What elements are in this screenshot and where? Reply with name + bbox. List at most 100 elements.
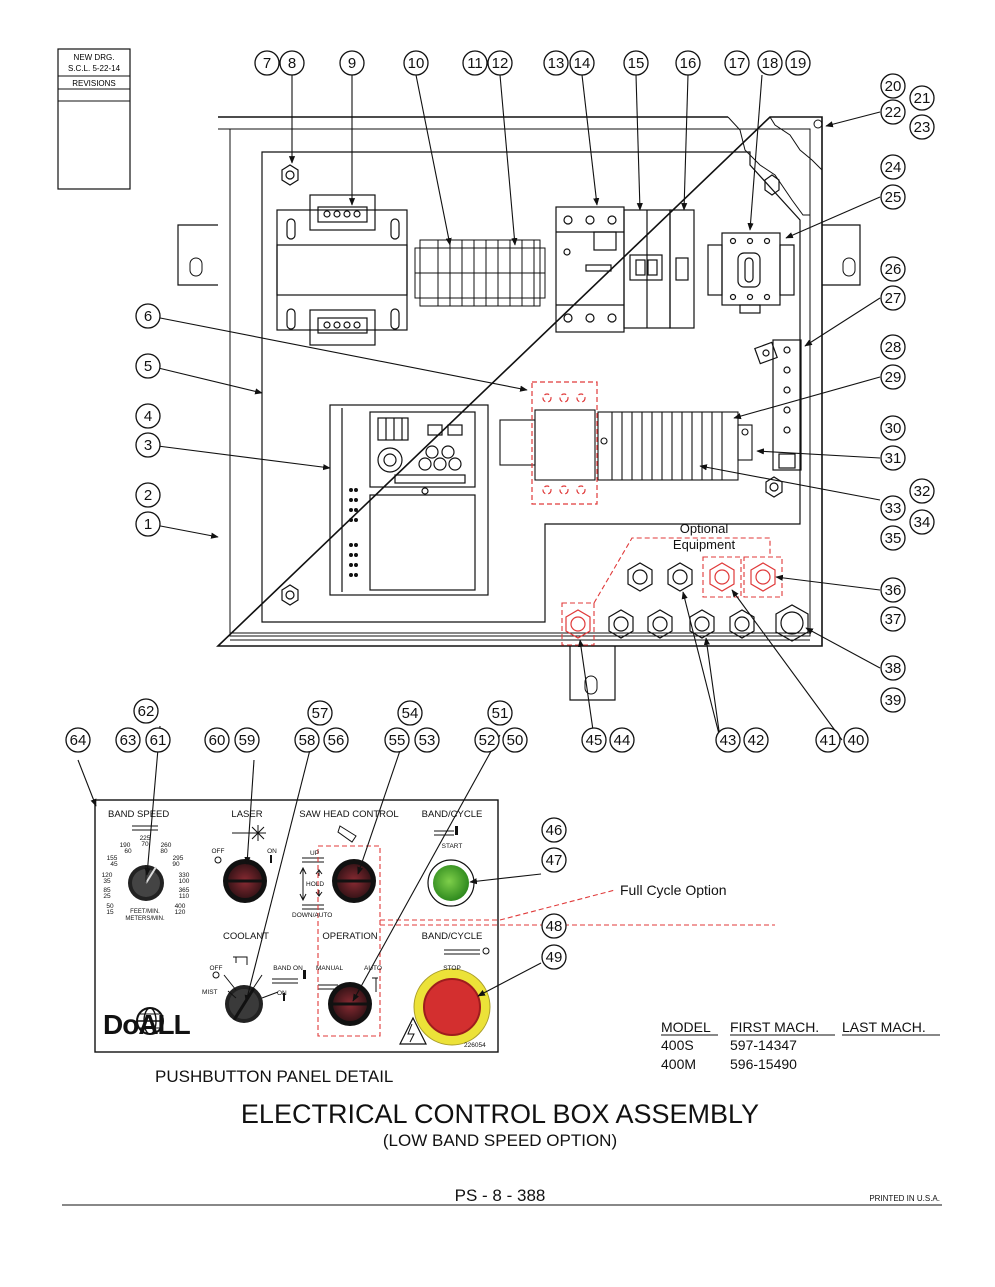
coolant-band-on-label: BAND ON	[273, 965, 303, 972]
callout-7: 7	[263, 55, 271, 72]
speed-mark-45: 45	[110, 861, 118, 868]
speed-mark-295: 295	[173, 855, 184, 862]
panel-labels: BAND SPEED 190 60 225 70 260 80 155 45 2…	[102, 809, 487, 1049]
callout-43: 43	[720, 732, 737, 749]
callout-40: 40	[848, 732, 865, 749]
model-row1-first: 597-14347	[730, 1037, 797, 1053]
callout-54: 54	[402, 705, 419, 722]
saw-down-label: DOWN/AUTO	[292, 912, 332, 919]
callout-circles	[65, 50, 935, 970]
back-plate	[261, 151, 801, 623]
panel-caption: PUSHBUTTON PANEL DETAIL	[155, 1067, 393, 1086]
callout-52: 52	[479, 732, 496, 749]
callout-46: 46	[546, 822, 563, 839]
revision-line2: S.C.L. 5-22-14	[68, 64, 121, 73]
terminal-block-row	[414, 239, 546, 307]
cord-grips	[565, 562, 809, 642]
printed-in-usa: PRINTED IN U.S.A.	[869, 1194, 940, 1203]
revision-box: NEW DRG. S.C.L. 5-22-14 REVISIONS	[57, 48, 131, 190]
speed-mark-15: 15	[106, 909, 114, 916]
callout-61: 61	[150, 732, 167, 749]
callout-3: 3	[144, 437, 152, 454]
laser-on-label: ON	[267, 848, 277, 855]
callout-41: 41	[820, 732, 837, 749]
speed-mark-330: 330	[179, 872, 190, 879]
speed-mark-90: 90	[172, 861, 180, 868]
overload-relay	[707, 232, 795, 314]
saw-up-label: UP	[310, 850, 319, 857]
speed-mark-155: 155	[107, 855, 118, 862]
transformer	[276, 194, 408, 346]
doall-logo: DoALL	[103, 1009, 191, 1040]
callout-27: 27	[885, 290, 902, 307]
callout-23: 23	[914, 119, 931, 136]
callout-2: 2	[144, 487, 152, 504]
speed-mark-80: 80	[160, 848, 168, 855]
coolant-on-label: ON	[277, 990, 287, 997]
coolant-label: COOLANT	[223, 931, 269, 942]
laser-label: LASER	[231, 809, 262, 820]
callout-39: 39	[885, 692, 902, 709]
operation-label: OPERATION	[322, 931, 377, 942]
model-row1-model: 400S	[661, 1037, 694, 1053]
model-table: MODEL FIRST MACH. LAST MACH. 400S 597-14…	[661, 1019, 940, 1072]
callout-numbers: 7 8 9 10 11 12 13 14 15 16 17 18 19 20 2…	[70, 55, 931, 966]
callout-56: 56	[328, 732, 345, 749]
speed-mark-400: 400	[175, 903, 186, 910]
band-cycle-bottom-label: BAND/CYCLE	[422, 931, 483, 942]
callout-51: 51	[492, 705, 509, 722]
callout-38: 38	[885, 660, 902, 677]
callout-22: 22	[885, 104, 902, 121]
speed-mark-60: 60	[124, 848, 132, 855]
speed-mark-35: 35	[103, 878, 111, 885]
callout-10: 10	[408, 55, 425, 72]
stop-label: STOP	[443, 965, 461, 972]
callout-59: 59	[239, 732, 256, 749]
callout-9: 9	[348, 55, 356, 72]
model-header-model: MODEL	[661, 1019, 711, 1035]
callout-34: 34	[914, 514, 931, 531]
enclosure	[177, 116, 861, 701]
callout-14: 14	[574, 55, 591, 72]
callout-36: 36	[885, 582, 902, 599]
callout-53: 53	[419, 732, 436, 749]
callout-45: 45	[586, 732, 603, 749]
coolant-mist-label: MIST	[202, 989, 218, 996]
optional-terminal-block	[531, 381, 598, 505]
callout-62: 62	[138, 703, 155, 720]
manual-label: MANUAL	[316, 965, 343, 972]
callout-13: 13	[548, 55, 565, 72]
callout-8: 8	[288, 55, 296, 72]
callout-6: 6	[144, 308, 152, 325]
panel-option-outlines	[317, 845, 775, 1037]
callout-16: 16	[680, 55, 697, 72]
saw-hold-label: HOLD	[306, 881, 324, 888]
callout-57: 57	[312, 705, 329, 722]
callout-29: 29	[885, 369, 902, 386]
auto-label: AUTO	[364, 965, 382, 972]
speed-mark-365: 365	[179, 887, 190, 894]
optional-equipment-line1: Optional	[680, 521, 729, 536]
drawing-title: ELECTRICAL CONTROL BOX ASSEMBLY	[241, 1099, 759, 1129]
band-cycle-top-label: BAND/CYCLE	[422, 809, 483, 820]
callout-4: 4	[144, 408, 152, 425]
callout-44: 44	[614, 732, 631, 749]
band-speed-label: BAND SPEED	[108, 809, 169, 820]
pushbutton-panel	[94, 799, 499, 1053]
callout-37: 37	[885, 611, 902, 628]
circuit-breakers	[623, 209, 695, 329]
revision-line1: NEW DRG.	[74, 53, 115, 62]
ground-bar	[754, 339, 802, 471]
speed-mark-85: 85	[103, 887, 111, 894]
coolant-off-label: OFF	[210, 965, 223, 972]
speed-mark-70: 70	[141, 841, 149, 848]
model-header-first: FIRST MACH.	[730, 1019, 819, 1035]
saw-head-control-label: SAW HEAD CONTROL	[299, 809, 398, 820]
vfd-drive	[329, 404, 489, 596]
callout-20: 20	[885, 78, 902, 95]
callout-30: 30	[885, 420, 902, 437]
callout-63: 63	[120, 732, 137, 749]
speed-mark-120b: 120	[175, 909, 186, 916]
callout-24: 24	[885, 159, 902, 176]
callout-18: 18	[762, 55, 779, 72]
